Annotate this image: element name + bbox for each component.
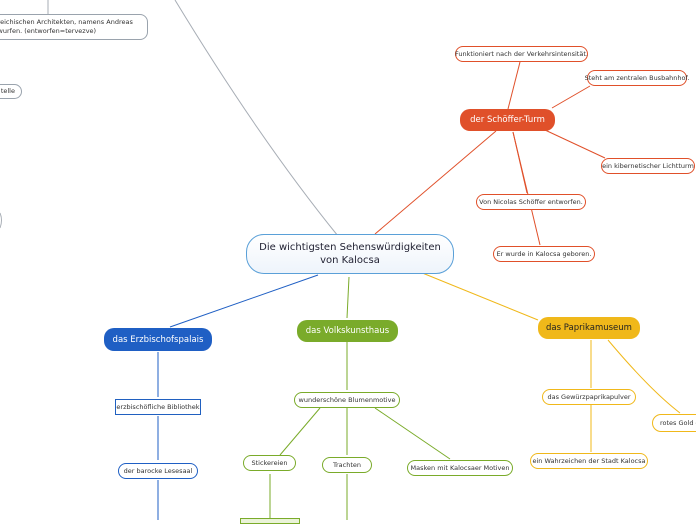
link-schoeffer-to-born	[512, 131, 541, 246]
central-topic-line2: von Kalocsa	[320, 255, 380, 266]
left-small-node[interactable]: telle	[0, 84, 22, 99]
leaf-born-in-label: Er wurde in Kalocsa geboren.	[496, 250, 592, 258]
leaf-bus-station[interactable]: Steht am zentralen Busbahnhof.	[584, 70, 690, 86]
topic-erzbischofspalais[interactable]: das Erzbischofspalais	[104, 328, 212, 351]
link-left-edge	[0, 212, 2, 229]
topic-schoeffer-turm[interactable]: der Schöffer-Turm	[460, 109, 555, 131]
link-schoeffer-to-light	[544, 129, 606, 159]
leaf-library[interactable]: erzbischöfliche Bibliothek	[115, 399, 201, 415]
topic-paprikamuseum[interactable]: das Paprikamuseum	[538, 317, 640, 339]
leaf-costumes[interactable]: Trachten	[322, 457, 372, 473]
leaf-masks[interactable]: Masken mit Kalocsaer Motiven	[407, 460, 513, 476]
leaf-red-gold-label: rotes Gold der	[660, 419, 696, 427]
leaf-library-label: erzbischöfliche Bibliothek	[116, 403, 200, 411]
leaf-paprika-powder-label: das Gewürzpaprikapulver	[547, 393, 631, 401]
link-paprika-to-gold	[607, 339, 681, 414]
topic-schoeffer-turm-label: der Schöffer-Turm	[470, 115, 545, 125]
topic-paprikamuseum-label: das Paprikamuseum	[546, 323, 632, 333]
leaf-light-tower[interactable]: ein kibernetischer Lichtturm	[601, 158, 695, 174]
leaf-paprika-powder[interactable]: das Gewürzpaprikapulver	[542, 389, 636, 405]
link-flowers-to-masks	[374, 407, 451, 460]
leaf-costumes-label: Trachten	[332, 461, 362, 469]
leaf-flower-motifs[interactable]: wunderschöne Blumenmotive	[294, 392, 400, 408]
left-note-line1: rreichischen Architekten, namens Andreas	[0, 18, 133, 26]
leaf-landmark[interactable]: ein Wahrzeichen der Stadt Kalocsa	[530, 453, 648, 469]
leaf-designed-by[interactable]: Von Nicolas Schöffer entworfen.	[476, 194, 586, 210]
topic-erzbischofspalais-label: das Erzbischofspalais	[112, 334, 204, 345]
leaf-light-tower-label: ein kibernetischer Lichtturm	[602, 162, 694, 170]
link-center-to-left	[174, 0, 339, 237]
link-center-to-volkskunst	[346, 276, 350, 319]
link-flowers-to-embroidery	[279, 407, 321, 456]
leaf-designed-by-label: Von Nicolas Schöffer entworfen.	[479, 198, 583, 206]
leaf-reading-room[interactable]: der barocke Lesesaal	[118, 463, 198, 479]
left-note-line2: twurfen. (entworfen=tervezve)	[0, 27, 97, 35]
topic-volkskunsthaus-label: das Volkskunsthaus	[305, 326, 390, 336]
link-schoeffer-to-traffic	[507, 61, 521, 110]
link-center-to-erzbischof	[169, 274, 319, 328]
link-schoeffer-to-bus	[551, 85, 591, 109]
leaf-landmark-label: ein Wahrzeichen der Stadt Kalocsa	[532, 457, 646, 465]
leaf-flower-motifs-label: wunderschöne Blumenmotive	[298, 396, 396, 404]
leaf-reading-room-label: der barocke Lesesaal	[123, 467, 193, 475]
leaf-green-partial[interactable]	[240, 518, 300, 524]
leaf-embroidery[interactable]: Stickereien	[243, 455, 296, 471]
leaf-masks-label: Masken mit Kalocsaer Motiven	[410, 464, 510, 472]
leaf-embroidery-label: Stickereien	[251, 459, 288, 467]
left-small-label: telle	[0, 87, 15, 95]
left-architect-note[interactable]: rreichischen Architekten, namens Andreas…	[0, 14, 148, 40]
leaf-bus-station-label: Steht am zentralen Busbahnhof.	[584, 74, 690, 82]
central-topic[interactable]: Die wichtigsten Sehenswürdigkeiten von K…	[246, 234, 454, 274]
leaf-traffic[interactable]: Funktioniert nach der Verkehrsintensität…	[455, 46, 588, 62]
leaf-traffic-label: Funktioniert nach der Verkehrsintensität…	[455, 50, 588, 58]
link-center-to-paprika	[414, 269, 539, 321]
leaf-red-gold[interactable]: rotes Gold der	[652, 414, 696, 432]
central-topic-line1: Die wichtigsten Sehenswürdigkeiten	[259, 242, 441, 253]
leaf-born-in[interactable]: Er wurde in Kalocsa geboren.	[493, 246, 595, 262]
link-center-to-schoeffer	[374, 130, 497, 235]
topic-volkskunsthaus[interactable]: das Volkskunsthaus	[297, 320, 398, 342]
